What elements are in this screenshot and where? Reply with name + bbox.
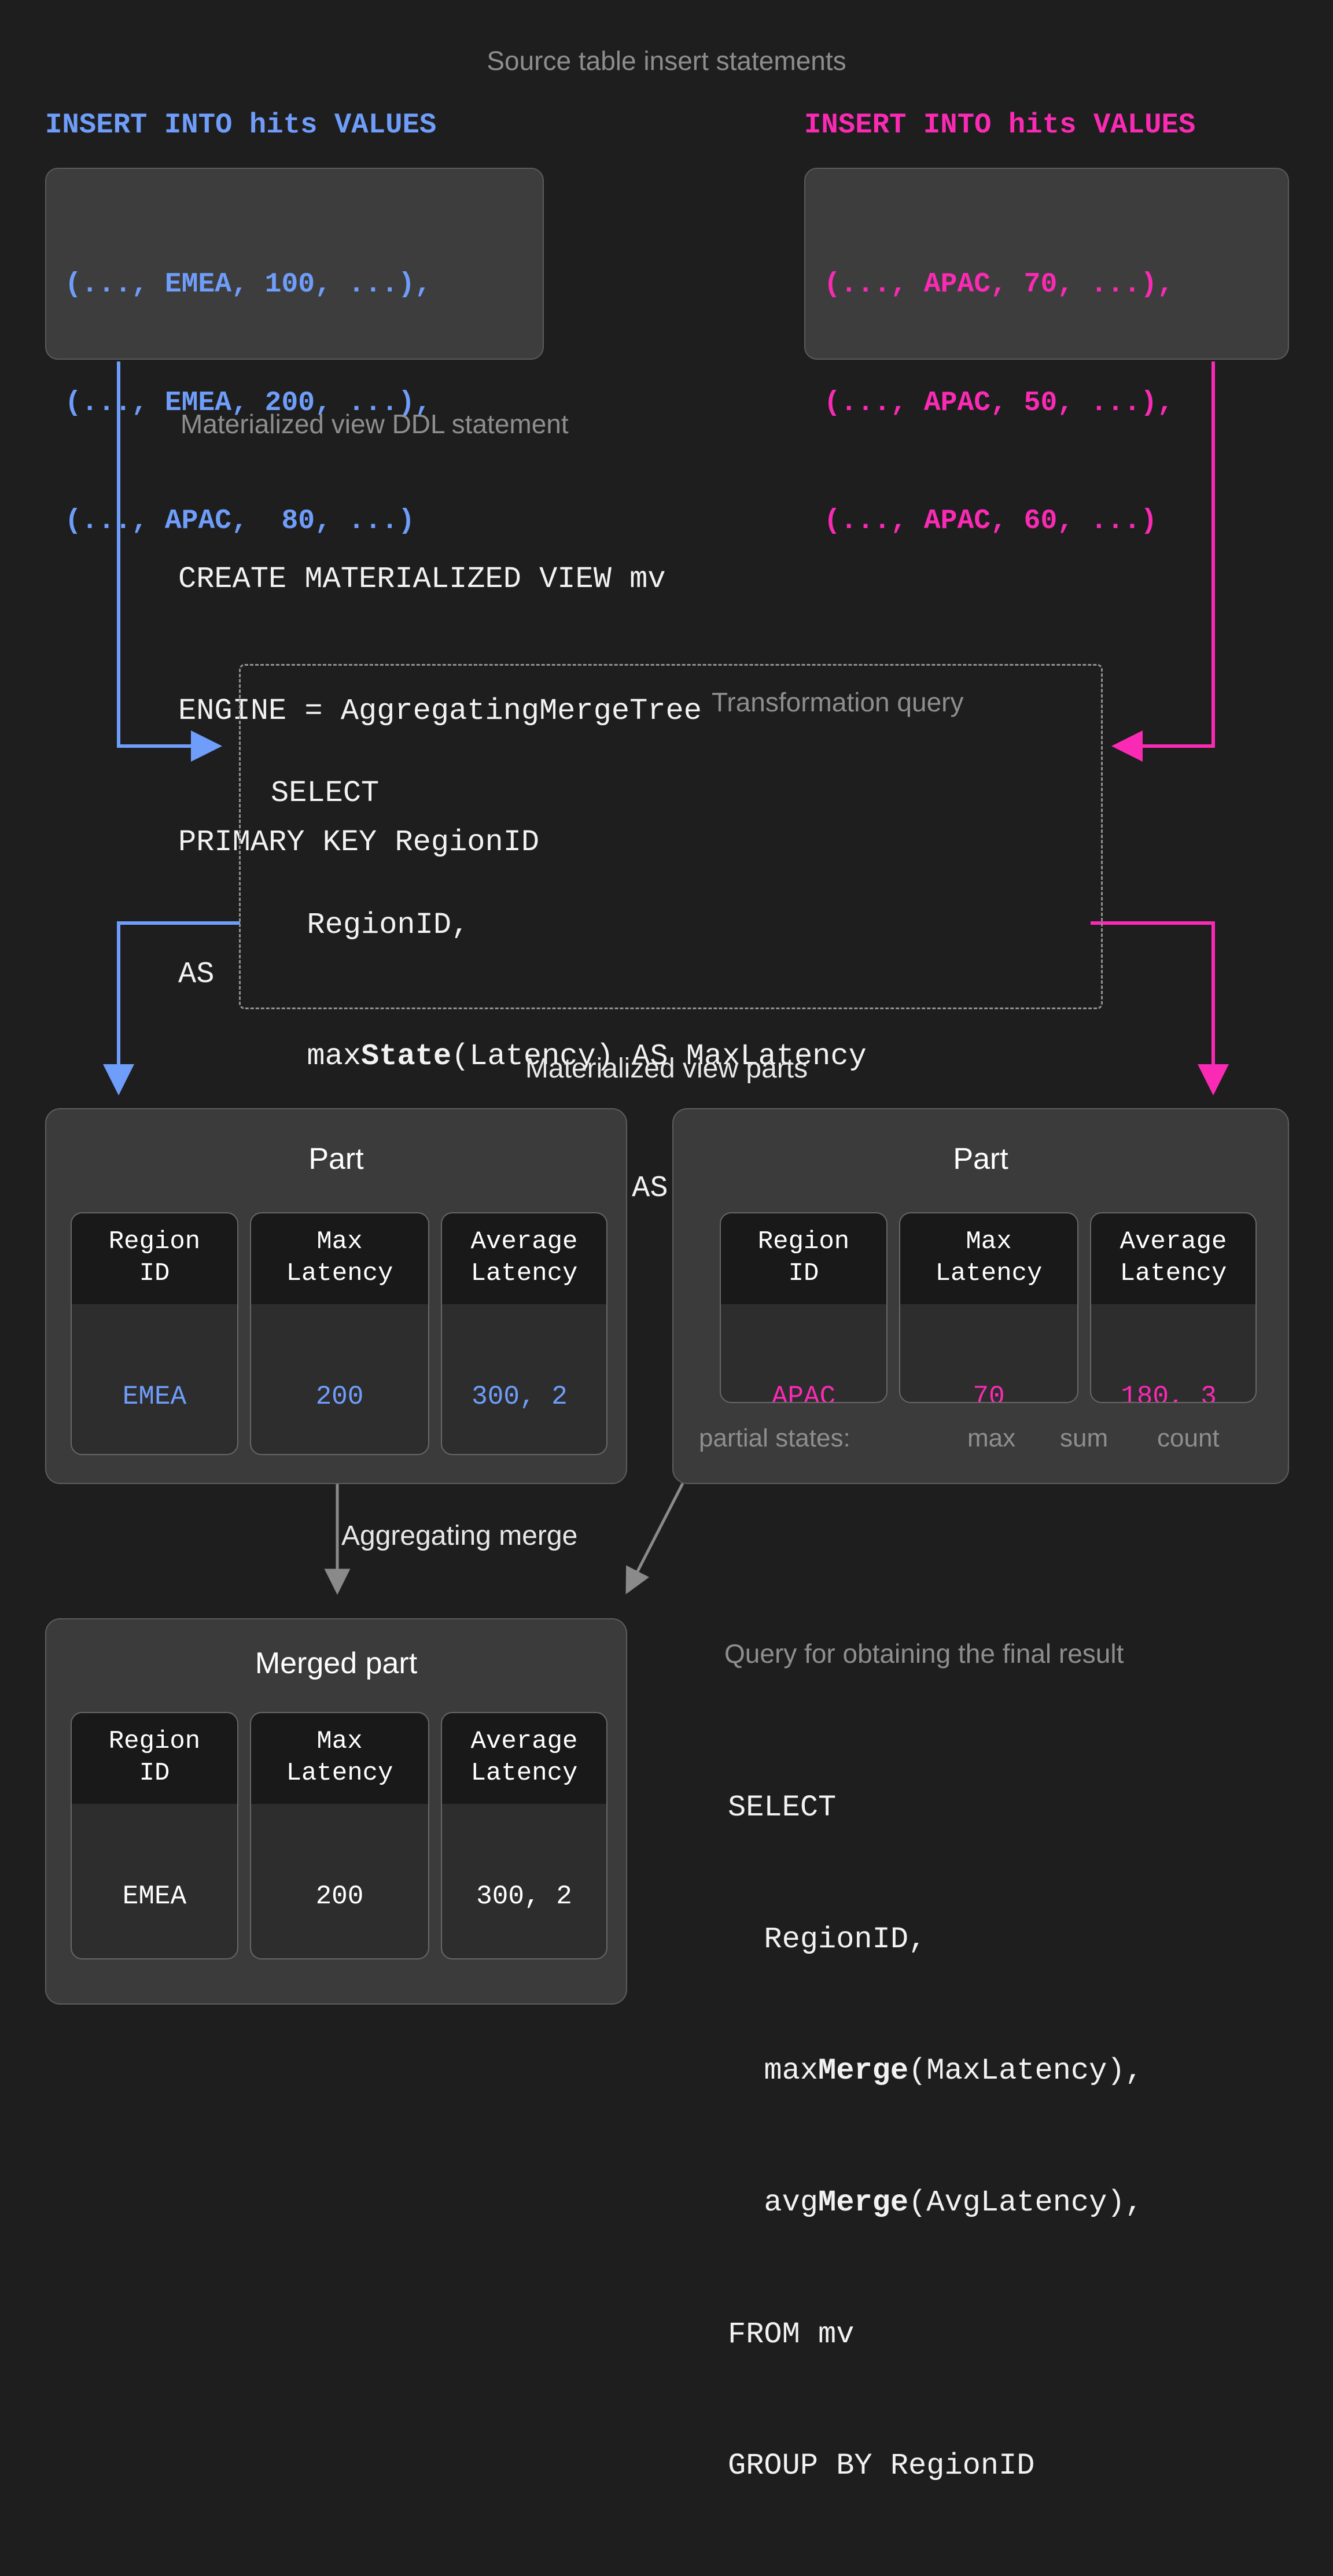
left-insert-box — [45, 168, 544, 360]
cell: 300, 2 — [472, 1381, 568, 1412]
column-values-max-latency: 200 80 — [251, 1804, 428, 1958]
partial-states-sum: sum — [1060, 1424, 1109, 1452]
query-line: FROM mv — [728, 2317, 855, 2352]
right-insert-header: INSERT INTO hits VALUES — [804, 109, 1196, 141]
cell: 200 — [315, 1881, 364, 1911]
column-header-average-latency: Average Latency — [442, 1213, 606, 1304]
merged-part-column-average-latency: Average Latency 300, 2 260, 4 — [441, 1712, 607, 1959]
cell: EMEA — [122, 1881, 187, 1911]
diagram-canvas: Source table insert statements INSERT IN… — [45, 46, 1289, 2483]
query-line: RegionID, — [271, 907, 470, 942]
cell: APAC — [771, 1381, 836, 1403]
query-line-post: (AvgLatency), — [908, 2185, 1143, 2220]
query-line: avgMerge(AvgLatency), — [728, 2181, 1143, 2225]
right-part-column-region-id: Region ID APAC — [720, 1212, 888, 1403]
right-insert-rows: (..., APAC, 70, ...), (..., APAC, 50, ..… — [824, 186, 1174, 620]
column-header-average-latency: Average Latency — [1091, 1213, 1255, 1304]
right-part-card: Part Region ID APAC Max Latency 70 Avera… — [672, 1108, 1289, 1484]
cell: EMEA — [122, 1381, 187, 1412]
insert-row: (..., EMEA, 200, ...), — [65, 387, 432, 419]
column-values-region-id: EMEA APAC — [72, 1804, 237, 1958]
column-values-average-latency: 300, 2 80, 1 — [442, 1304, 606, 1454]
mv-parts-caption: Materialized view parts — [525, 1053, 808, 1084]
column-header-max-latency: Max Latency — [251, 1713, 428, 1804]
ddl-line: AS — [178, 957, 215, 991]
final-query-code: SELECT RegionID, maxMerge(MaxLatency), a… — [728, 1698, 1143, 2576]
left-insert-header: INSERT INTO hits VALUES — [45, 109, 437, 141]
column-values-max-latency: 70 — [900, 1304, 1077, 1403]
cell: 70 — [973, 1381, 1005, 1403]
column-header-region-id: Region ID — [72, 1713, 237, 1804]
merged-part-column-region-id: Region ID EMEA APAC — [71, 1712, 238, 1959]
query-line-post: (MaxLatency), — [908, 2054, 1143, 2088]
query-line: maxMerge(MaxLatency), — [728, 2049, 1143, 2093]
merged-part-column-max-latency: Max Latency 200 80 — [250, 1712, 429, 1959]
aggregating-merge-label: Aggregating merge — [341, 1520, 578, 1551]
right-part-column-average-latency: Average Latency 180, 3 — [1090, 1212, 1257, 1403]
right-insert-box — [804, 168, 1289, 360]
left-insert-rows: (..., EMEA, 100, ...), (..., EMEA, 200, … — [65, 186, 432, 620]
ddl-code: CREATE MATERIALIZED VIEW mv ENGINE = Agg… — [178, 470, 702, 1084]
left-part-card: Part Region ID EMEA APAC Max Latency 200… — [45, 1108, 627, 1484]
merged-part-title: Merged part — [255, 1647, 418, 1680]
left-part-column-average-latency: Average Latency 300, 2 80, 1 — [441, 1212, 607, 1455]
insert-row: (..., EMEA, 100, ...), — [65, 269, 432, 301]
cell: 180, 3 — [1121, 1381, 1217, 1403]
source-inserts-caption: Source table insert statements — [487, 46, 846, 76]
query-line: maxState(Latency) AS MaxLatency — [271, 1035, 867, 1079]
column-header-max-latency: Max Latency — [251, 1213, 428, 1304]
partial-states-label: partial states: — [699, 1424, 850, 1452]
query-line: SELECT — [271, 776, 380, 810]
query-line-bold: Merge — [818, 2185, 909, 2220]
partial-states-max: max — [967, 1424, 1016, 1452]
transformation-query-caption: Transformation query — [712, 687, 964, 717]
query-line-bold: State — [361, 1039, 452, 1074]
query-line: RegionID, — [728, 1922, 927, 1957]
insert-row: (..., APAC, 80, ...) — [65, 505, 415, 537]
column-values-average-latency: 180, 3 — [1091, 1304, 1255, 1403]
column-header-region-id: Region ID — [721, 1213, 886, 1304]
insert-row: (..., APAC, 50, ...), — [824, 387, 1174, 419]
transformation-query-box — [239, 664, 1103, 1009]
query-line: GROUP BY RegionID — [728, 2449, 1035, 2483]
insert-row: (..., APAC, 70, ...), — [824, 269, 1174, 301]
query-line: SELECT — [728, 1790, 837, 1825]
partial-states-count: count — [1157, 1424, 1220, 1452]
right-part-column-max-latency: Max Latency 70 — [899, 1212, 1078, 1403]
column-values-average-latency: 300, 2 260, 4 — [442, 1804, 606, 1958]
insert-row: (..., APAC, 60, ...) — [824, 505, 1158, 537]
query-line-pre: max — [728, 2054, 819, 2088]
final-query-caption: Query for obtaining the final result — [724, 1638, 1124, 1669]
column-header-average-latency: Average Latency — [442, 1713, 606, 1804]
left-part-column-max-latency: Max Latency 200 80 — [250, 1212, 429, 1455]
column-values-max-latency: 200 80 — [251, 1304, 428, 1454]
column-values-region-id: APAC — [721, 1304, 886, 1403]
query-line-bold: Merge — [818, 2054, 909, 2088]
ddl-line: CREATE MATERIALIZED VIEW mv — [178, 562, 666, 596]
query-line-pre: max — [271, 1039, 362, 1074]
query-line-post: (Latency) AS MaxLatency — [451, 1039, 867, 1074]
ddl-caption: Materialized view DDL statement — [181, 409, 569, 439]
left-part-column-region-id: Region ID EMEA APAC — [71, 1212, 238, 1455]
ddl-line: ENGINE = AggregatingMergeTree — [178, 693, 702, 728]
cell: 200 — [315, 1381, 364, 1412]
ddl-line: PRIMARY KEY RegionID — [178, 825, 540, 860]
column-header-max-latency: Max Latency — [900, 1213, 1077, 1304]
merged-part-card: Merged part Region ID EMEA APAC Max Late… — [45, 1618, 627, 2005]
column-header-region-id: Region ID — [72, 1213, 237, 1304]
column-values-region-id: EMEA APAC — [72, 1304, 237, 1454]
right-part-title: Part — [953, 1142, 1008, 1176]
left-part-title: Part — [308, 1142, 364, 1176]
cell: 300, 2 — [476, 1881, 572, 1911]
query-line-pre: avg — [728, 2185, 819, 2220]
